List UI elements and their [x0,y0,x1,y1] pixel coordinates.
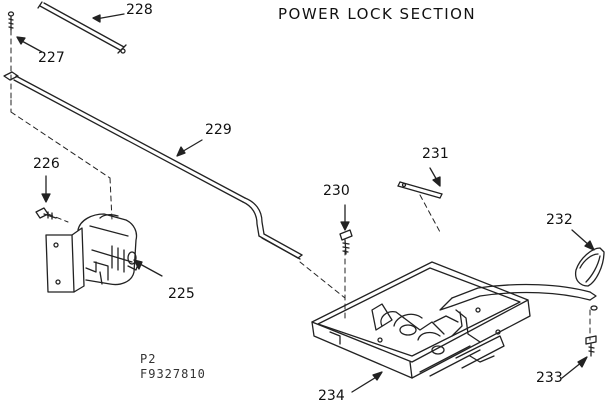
part-231-clip [397,181,443,199]
part-227-screw [7,11,15,31]
part-label-229: 229 [205,122,232,138]
arrow-225 [133,259,163,277]
leader-229 [176,139,203,157]
part-228-rod [37,1,127,54]
part-229-rod [3,71,303,260]
part-226-screw [35,207,57,220]
arrow-232 [571,229,595,251]
diagram-title: POWER LOCK SECTION [278,5,477,23]
part-label-233: 233 [536,370,563,386]
arrow-233 [561,356,588,379]
arrow-234 [351,371,383,393]
footer-code-line1: P2 [140,352,157,366]
part-234-base [311,261,598,379]
part-label-234: 234 [318,388,345,404]
part-label-232: 232 [546,212,573,228]
part-label-228: 228 [126,2,153,18]
part-label-230: 230 [323,183,350,199]
arrow-231 [429,167,441,187]
footer-code-line2: F9327810 [140,367,206,381]
part-label-225: 225 [168,286,195,302]
part-label-231: 231 [422,146,449,162]
part-233-screw [585,335,597,357]
leader-228 [92,13,125,23]
part-225-motor [45,213,139,293]
arrow-227 [16,36,43,53]
part-label-227: 227 [38,50,65,66]
part-label-226: 226 [33,156,60,172]
part-230-screw [339,229,353,255]
arrow-230 [340,204,350,231]
dashed-guides [10,29,591,341]
part-232-knob [574,247,605,287]
leader-226 [41,175,51,203]
